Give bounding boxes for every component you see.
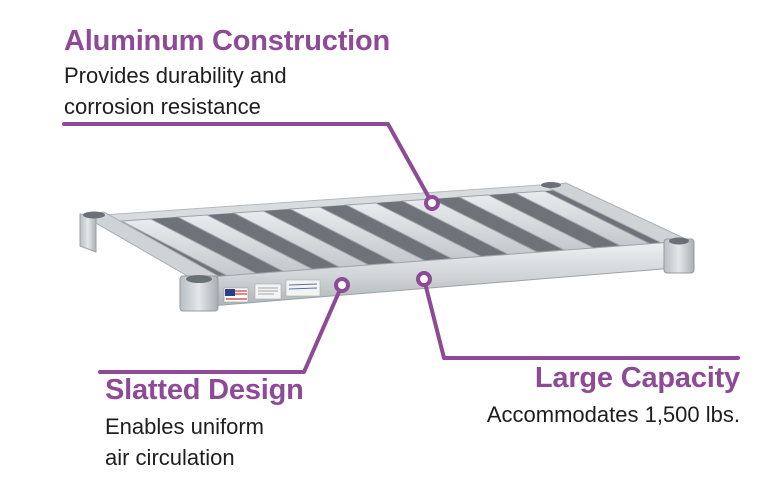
feature-description: Accommodates 1,500 lbs. [486, 402, 740, 427]
feature-title: Slatted Design [105, 374, 304, 406]
callout-lines [62, 122, 740, 374]
left-side-end [79, 213, 97, 253]
feature-title: Aluminum Construction [64, 25, 391, 57]
brand-label-lines [288, 283, 318, 290]
feature-slatted-design: Slatted Design Enables uniform air circu… [105, 373, 304, 473]
spec-label [254, 283, 282, 300]
feature-aluminum-construction: Aluminum Construction Provides durabilit… [64, 24, 390, 122]
feature-description: Enables uniform air circulation [105, 414, 264, 470]
spec-label-lines [258, 287, 278, 295]
post-hole-back-right [541, 182, 561, 188]
capacity-leader-line [422, 277, 740, 360]
post-hole-front-right [669, 237, 689, 245]
post-hole-front-left [186, 275, 212, 283]
post-hole-back-left [83, 211, 105, 219]
feature-title: Large Capacity [534, 362, 740, 394]
slatted-marker-dot [334, 277, 350, 293]
capacity-marker-dot [416, 271, 432, 287]
feature-large-capacity: Large Capacity Accommodates 1,500 lbs. [487, 361, 740, 430]
slats [119, 190, 657, 279]
aluminum-marker-dot [424, 195, 440, 211]
feature-description: Provides durability and corrosion resist… [64, 63, 287, 119]
slatted-leader-line [98, 283, 344, 374]
flag-label [223, 287, 249, 303]
callout-markers [334, 195, 440, 293]
shelf [79, 182, 695, 312]
aluminum-leader-line [62, 122, 434, 205]
